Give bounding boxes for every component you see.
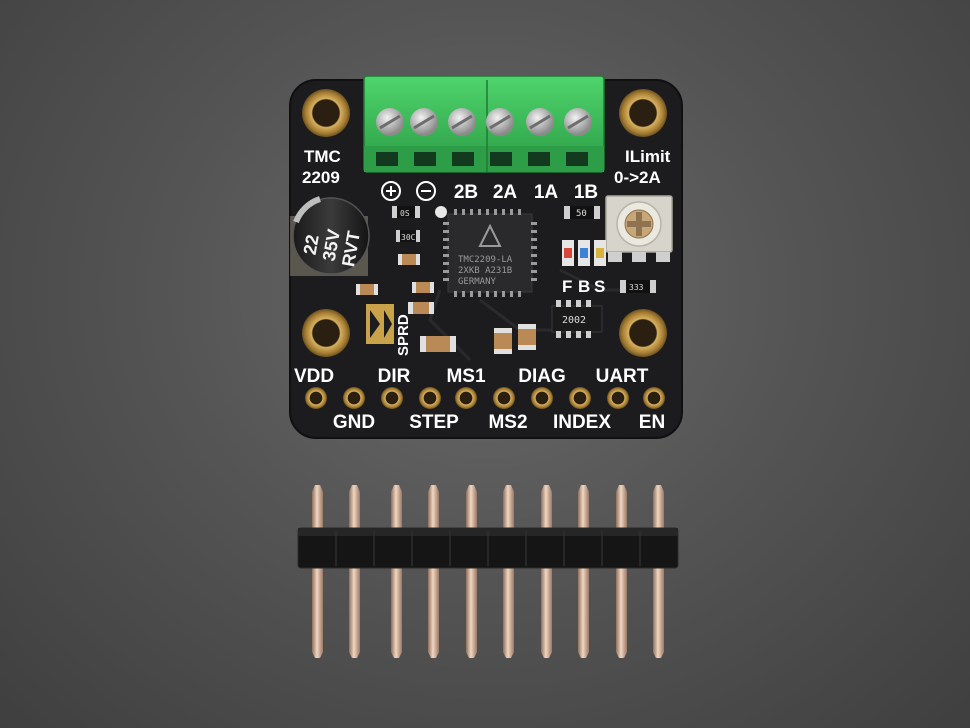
header-pin: [428, 485, 439, 658]
header-pin: [653, 485, 664, 658]
header-pin: [541, 485, 552, 658]
pin-label-vdd: VDD: [294, 366, 334, 387]
header-pin: [391, 485, 402, 658]
header-pin: [466, 485, 477, 658]
mounting-hole-top-right: [619, 89, 667, 137]
header-pin: [503, 485, 514, 658]
fiducial-dot: [435, 206, 447, 218]
smd-capacitor-b: [356, 284, 378, 295]
electrolytic-capacitor: 22 35V RVT: [290, 196, 370, 276]
tmc2209-chip: TMC2209-LA 2XKB A231B GERMANY: [443, 209, 537, 297]
pin-pads: [305, 387, 665, 409]
terminal-label-2b: 2B: [454, 182, 478, 203]
header-plastic-strip: [297, 527, 679, 569]
smd-resistor-mid: 30C: [396, 230, 420, 242]
pin-label-uart: UART: [596, 366, 649, 387]
smd-capacitor-d: [408, 302, 434, 314]
chip-line-1: TMC2209-LA: [458, 255, 513, 265]
pin-label-dir: DIR: [378, 366, 411, 387]
smd-capacitor-c: [412, 282, 434, 293]
resistor-label: 50: [576, 209, 587, 219]
header-pin: [312, 485, 323, 658]
trinamic-logo-icon: [478, 223, 502, 247]
model-label-bottom: 2209: [302, 168, 340, 187]
ilimit-range: 0->2A: [614, 168, 661, 187]
chip-line-2: 2XKB A231B: [458, 266, 512, 276]
pin-label-step: STEP: [409, 412, 459, 433]
mounting-hole-bottom-right: [619, 309, 667, 357]
smd-resistor-bottom-right: 333: [620, 280, 656, 293]
smd-capacitor-a: [398, 254, 420, 265]
led-s: [594, 240, 606, 266]
pin-label-ms2: MS2: [488, 412, 527, 433]
small-ic-2002: 2002: [551, 300, 603, 338]
header-pin: [616, 485, 627, 658]
chip-line-3: GERMANY: [458, 277, 497, 287]
potentiometer: [605, 195, 673, 262]
header-pins: [312, 485, 664, 658]
smd-capacitor-g: [518, 324, 536, 350]
pin-label-gnd: GND: [333, 412, 375, 433]
ilimit-title: ILimit: [625, 147, 671, 166]
led-label-b: B: [578, 277, 590, 296]
smd-resistor-top-right: 50: [564, 206, 600, 219]
led-label-f: F: [562, 277, 572, 296]
sprd-label: SPRD: [395, 314, 412, 356]
mounting-hole-bottom-left: [302, 309, 350, 357]
pin-label-ms1: MS1: [446, 366, 486, 387]
resistor-label: 333: [629, 283, 644, 292]
resistor-label: 0S: [400, 209, 410, 218]
terminal-label-2a: 2A: [493, 182, 518, 203]
terminal-label-1b: 1B: [574, 182, 598, 203]
pin-label-en: EN: [639, 412, 665, 433]
capacitor-value: 22: [300, 233, 323, 256]
smd-capacitor-f: [494, 328, 512, 354]
mounting-hole-top-left: [302, 89, 350, 137]
smd-capacitor-e: [420, 336, 456, 352]
resistor-label: 30C: [401, 233, 416, 242]
terminal-label-1a: 1A: [534, 182, 559, 203]
power-minus-icon: [416, 181, 436, 201]
led-label-s: S: [594, 277, 605, 296]
sprd-jumper: [366, 304, 394, 344]
header-pin: [349, 485, 360, 658]
power-plus-icon: [381, 181, 401, 201]
terminal-screws: [376, 108, 592, 136]
smd-resistor-top-left: 0S: [392, 206, 420, 218]
terminal-block: [363, 75, 605, 173]
pin-label-diag: DIAG: [518, 366, 566, 387]
header-pin: [578, 485, 589, 658]
model-label-top: TMC: [304, 147, 341, 166]
led-f: [562, 240, 574, 266]
pin-label-index: INDEX: [553, 412, 611, 433]
ic-label: 2002: [562, 315, 586, 326]
led-b: [578, 240, 590, 266]
